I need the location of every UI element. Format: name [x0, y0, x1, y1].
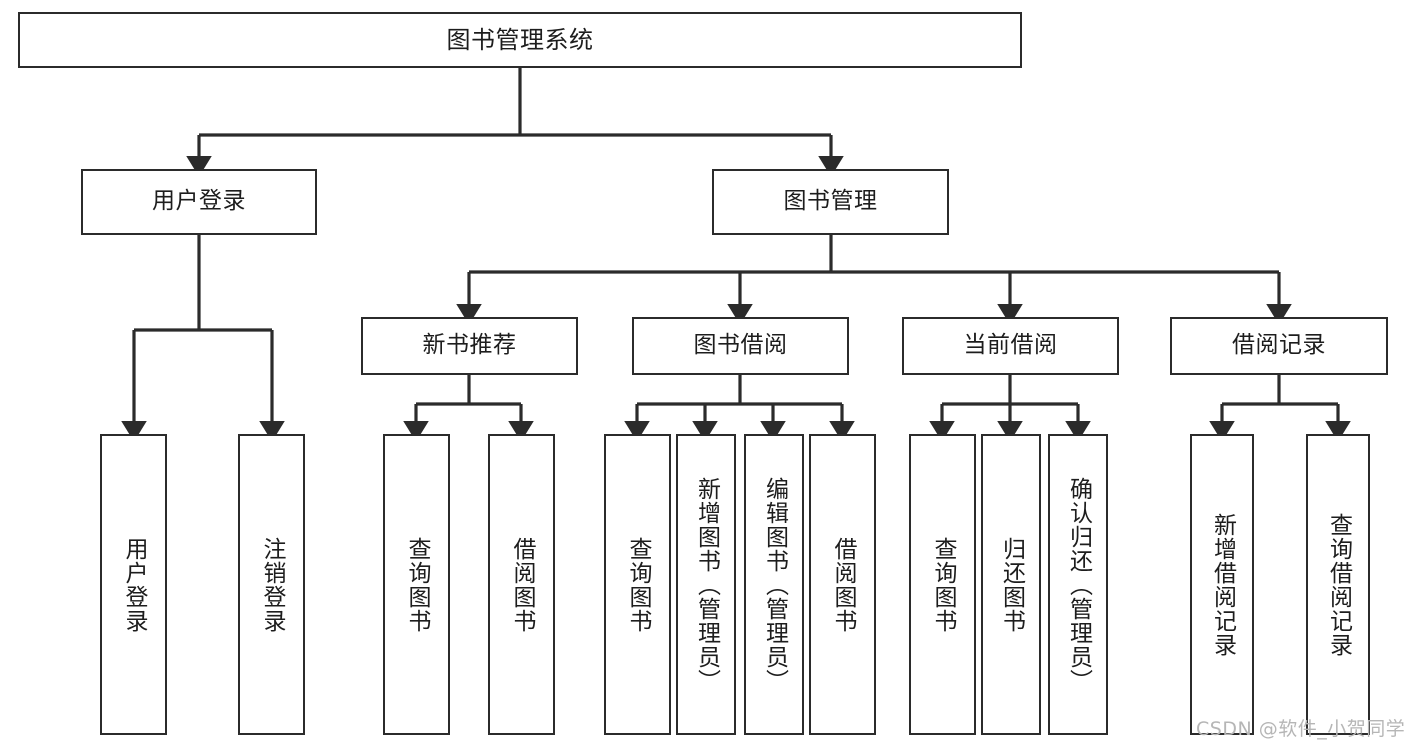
leaf-edit-book[interactable]: 编辑图书（管理员）	[744, 434, 804, 735]
node-root-system[interactable]: 图书管理系统	[18, 12, 1022, 68]
node-book-manage[interactable]: 图书管理	[712, 169, 949, 235]
node-borrow-record[interactable]: 借阅记录	[1170, 317, 1388, 375]
leaf-add-record[interactable]: 新增借阅记录	[1190, 434, 1254, 735]
leaf-label: 借阅图书	[508, 536, 535, 633]
leaf-label: 查询图书	[403, 536, 430, 633]
leaf-add-book[interactable]: 新增图书（管理员）	[676, 434, 736, 735]
node-current-borrow[interactable]: 当前借阅	[902, 317, 1119, 375]
leaf-query-record[interactable]: 查询借阅记录	[1306, 434, 1370, 735]
node-new-book-recommend[interactable]: 新书推荐	[361, 317, 578, 375]
leaf-label: 确认归还（管理员）	[1065, 476, 1092, 693]
leaf-confirm-return[interactable]: 确认归还（管理员）	[1048, 434, 1108, 735]
leaf-label: 查询借阅记录	[1325, 512, 1352, 657]
leaf-label: 注销登录	[258, 536, 285, 633]
node-book-borrow[interactable]: 图书借阅	[632, 317, 849, 375]
leaf-query-book-1[interactable]: 查询图书	[383, 434, 450, 735]
leaf-label: 归还图书	[998, 536, 1025, 633]
leaf-label: 新增借阅记录	[1209, 512, 1236, 657]
leaf-borrow-book-2[interactable]: 借阅图书	[809, 434, 876, 735]
leaf-label: 编辑图书（管理员）	[761, 476, 788, 693]
leaf-label: 用户登录	[120, 536, 147, 633]
leaf-return-book[interactable]: 归还图书	[981, 434, 1041, 735]
leaf-label: 查询图书	[929, 536, 956, 633]
leaf-label: 查询图书	[624, 536, 651, 633]
watermark-text: CSDN @软件_小贺同学	[1196, 718, 1405, 740]
node-user-login[interactable]: 用户登录	[81, 169, 317, 235]
leaf-label: 新增图书（管理员）	[693, 476, 720, 693]
leaf-query-book-2[interactable]: 查询图书	[604, 434, 671, 735]
leaf-user-login[interactable]: 用户登录	[100, 434, 167, 735]
leaf-label: 借阅图书	[829, 536, 856, 633]
leaf-query-book-3[interactable]: 查询图书	[909, 434, 976, 735]
leaf-logout[interactable]: 注销登录	[238, 434, 305, 735]
leaf-borrow-book-1[interactable]: 借阅图书	[488, 434, 555, 735]
